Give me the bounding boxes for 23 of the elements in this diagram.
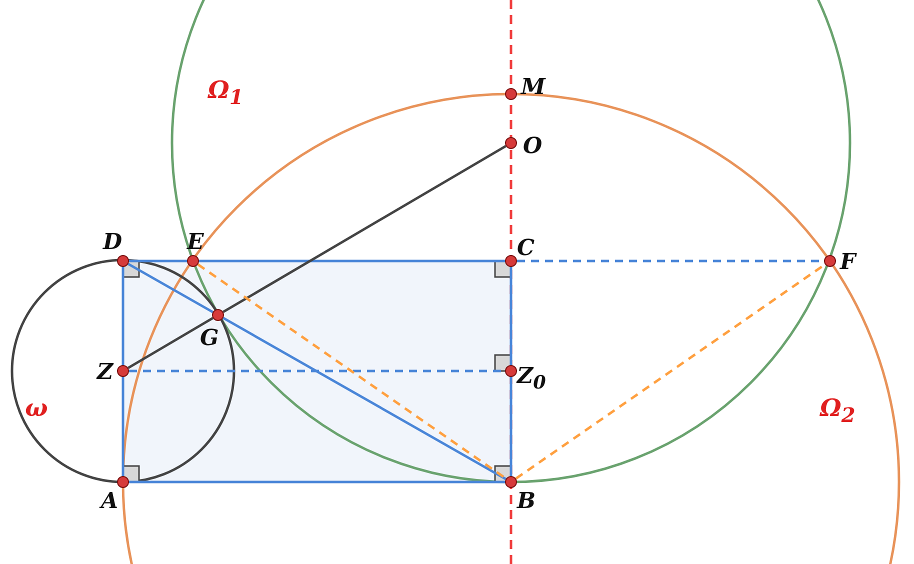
line-segment: [510, 267, 512, 476]
point-label: B: [517, 490, 536, 512]
line-segment: [122, 267, 124, 476]
point-label: M: [521, 76, 546, 98]
circle-label: ω: [25, 396, 48, 420]
line-segment: [222, 144, 506, 314]
point-label: F: [840, 251, 856, 273]
line-segment: [129, 480, 505, 484]
point-label: A: [101, 490, 118, 512]
point-label: D: [103, 231, 122, 253]
point-label: G: [200, 327, 219, 349]
circle-label: Ω$_{1}$: [208, 78, 244, 107]
point-label: C: [517, 237, 535, 259]
line-segment: [128, 262, 214, 314]
line-segment: [222, 316, 506, 480]
line-segment: [129, 260, 505, 262]
point-label: Z: [97, 361, 114, 383]
line-segment: [197, 263, 507, 480]
point-label: O: [523, 135, 542, 157]
line-segment: [128, 316, 214, 370]
point-label: E: [187, 231, 204, 253]
circle-label: Ω$_{2}$: [820, 396, 856, 425]
point-label: Z$_{0}$: [517, 365, 546, 393]
